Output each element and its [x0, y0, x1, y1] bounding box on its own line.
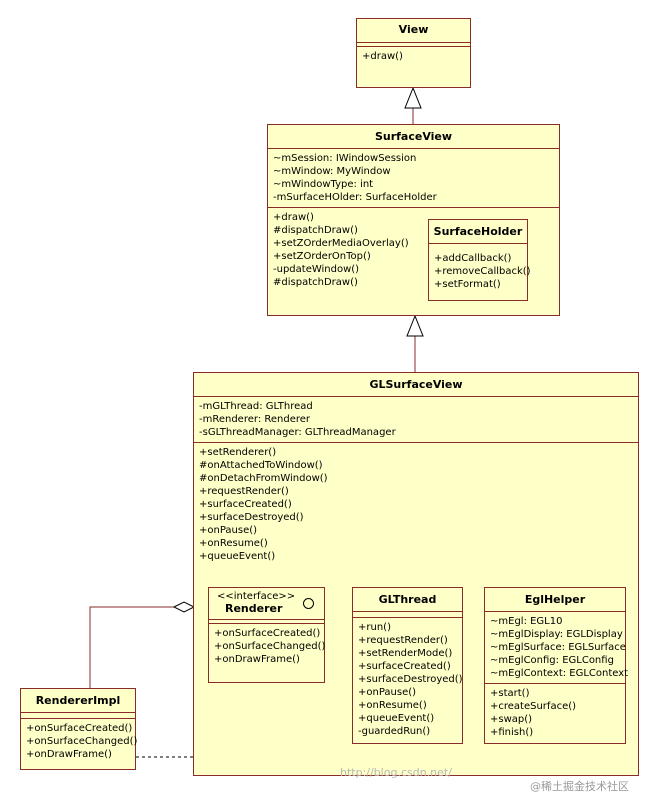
field: ~mEglConfig: EGLConfig [490, 655, 614, 666]
interface-lollipop-icon [303, 598, 314, 609]
method: -updateWindow() [273, 264, 360, 275]
class-glsurfaceview-fields: -mGLThread: GLThread -mRenderer: Rendere… [194, 397, 638, 443]
class-rendererimpl-name: RendererImpl [21, 689, 135, 713]
field: ~mEglSurface: EGLSurface [490, 642, 626, 653]
class-view-spacer [357, 43, 470, 47]
field: ~mEglDisplay: EGLDisplay [490, 629, 623, 640]
method: #onAttachedToWindow() [199, 460, 323, 471]
method: +surfaceCreated() [358, 661, 451, 672]
method: +setRenderMode() [358, 648, 453, 659]
method: -guardedRun() [358, 726, 431, 737]
interface-stereotype: <<interface>> [217, 591, 296, 602]
interface-renderer-spacer [209, 620, 324, 624]
rendererimpl-aggregation-line [89, 606, 174, 688]
method: +draw() [362, 51, 403, 62]
field: ~mWindow: MyWindow [273, 166, 391, 177]
method: +onDrawFrame() [214, 654, 300, 665]
field: ~mSession: IWindowSession [273, 153, 417, 164]
class-surfaceholder-methods: +addCallback() +removeCallback() +setFor… [429, 244, 531, 294]
method: +surfaceCreated() [199, 499, 292, 510]
class-rendererimpl: RendererImpl +onSurfaceCreated() +onSurf… [20, 688, 138, 770]
class-view-name: View [357, 19, 470, 43]
method: +requestRender() [358, 635, 448, 646]
class-eglhelper-fields: ~mEgl: EGL10 ~mEglDisplay: EGLDisplay ~m… [485, 612, 629, 684]
class-eglhelper-methods: +start() +createSurface() +swap() +finis… [485, 684, 625, 742]
method: +queueEvent() [358, 713, 435, 724]
method: +start() [490, 688, 530, 699]
class-surfaceview-methods: +draw() #dispatchDraw() +setZOrderMediaO… [268, 208, 559, 292]
class-surfaceholder: SurfaceHolder +addCallback() +removeCall… [428, 219, 531, 301]
field: -mRenderer: Renderer [199, 414, 311, 425]
field: -sGLThreadManager: GLThreadManager [199, 427, 396, 438]
interface-renderer-name: Renderer [225, 602, 283, 615]
method: +onResume() [199, 538, 268, 549]
field: ~mEglContext: EGLContext [490, 668, 629, 679]
method: #dispatchDraw() [273, 277, 358, 288]
method: +run() [358, 622, 391, 633]
method: +requestRender() [199, 486, 289, 497]
method: +onPause() [199, 525, 258, 536]
method: +createSurface() [490, 701, 577, 712]
method: +setRenderer() [199, 447, 277, 458]
method: #dispatchDraw() [273, 225, 358, 236]
method: +removeCallback() [434, 266, 531, 277]
method: +onResume() [358, 700, 427, 711]
class-glthread-methods: +run() +requestRender() +setRenderMode()… [353, 618, 463, 741]
method: +surfaceDestroyed() [199, 512, 304, 523]
method: +swap() [490, 714, 533, 725]
class-glthread-name: GLThread [353, 588, 462, 612]
method: +setFormat() [434, 279, 501, 290]
method: +addCallback() [434, 253, 512, 264]
method: +surfaceDestroyed() [358, 674, 463, 685]
field: ~mEgl: EGL10 [490, 616, 563, 627]
class-surfaceview-name: SurfaceView [268, 125, 559, 149]
class-rendererimpl-spacer [21, 713, 135, 719]
method: +onSurfaceChanged() [214, 641, 326, 652]
class-eglhelper-name: EglHelper [485, 588, 625, 612]
method: +queueEvent() [199, 551, 276, 562]
method: +onSurfaceCreated() [26, 723, 133, 734]
class-surfaceholder-name: SurfaceHolder [429, 220, 527, 244]
method: #onDetachFromWindow() [199, 473, 328, 484]
aggregation-diamond [172, 601, 196, 613]
glsurfaceview-extends-surfaceview-arrow [406, 314, 424, 337]
method: +draw() [273, 212, 314, 223]
method: +onSurfaceCreated() [214, 628, 321, 639]
method: +setZOrderMediaOverlay() [273, 238, 409, 249]
class-view: View +draw() [356, 18, 471, 88]
method: +setZOrderOnTop() [273, 251, 371, 262]
interface-renderer: <<interface>> Renderer +onSurfaceCreated… [208, 587, 325, 683]
class-rendererimpl-methods: +onSurfaceCreated() +onSurfaceChanged() … [21, 719, 138, 764]
field: -mGLThread: GLThread [199, 401, 313, 412]
method: +finish() [490, 727, 534, 738]
method: +onSurfaceChanged() [26, 736, 138, 747]
watermark-url: http://blog.csdn.net/ [340, 766, 452, 779]
field: -mSurfaceHOlder: SurfaceHolder [273, 192, 437, 203]
interface-renderer-methods: +onSurfaceCreated() +onSurfaceChanged() … [209, 624, 326, 669]
method: +onDrawFrame() [26, 749, 112, 760]
surfaceview-extends-view-arrow [404, 86, 422, 109]
field: ~mWindowType: int [273, 179, 374, 190]
class-glsurfaceview-methods: +setRenderer() #onAttachedToWindow() #on… [194, 443, 638, 566]
class-glthread: GLThread +run() +requestRender() +setRen… [352, 587, 463, 744]
class-eglhelper: EglHelper ~mEgl: EGL10 ~mEglDisplay: EGL… [484, 587, 629, 744]
class-glsurfaceview-name: GLSurfaceView [194, 373, 638, 397]
class-surfaceview-fields: ~mSession: IWindowSession ~mWindow: MyWi… [268, 149, 559, 208]
watermark-brand: @稀土掘金技术社区 [530, 780, 629, 793]
interface-renderer-header: <<interface>> Renderer [209, 588, 324, 620]
class-glthread-spacer [353, 612, 462, 618]
method: +onPause() [358, 687, 417, 698]
class-view-methods: +draw() [357, 47, 470, 66]
